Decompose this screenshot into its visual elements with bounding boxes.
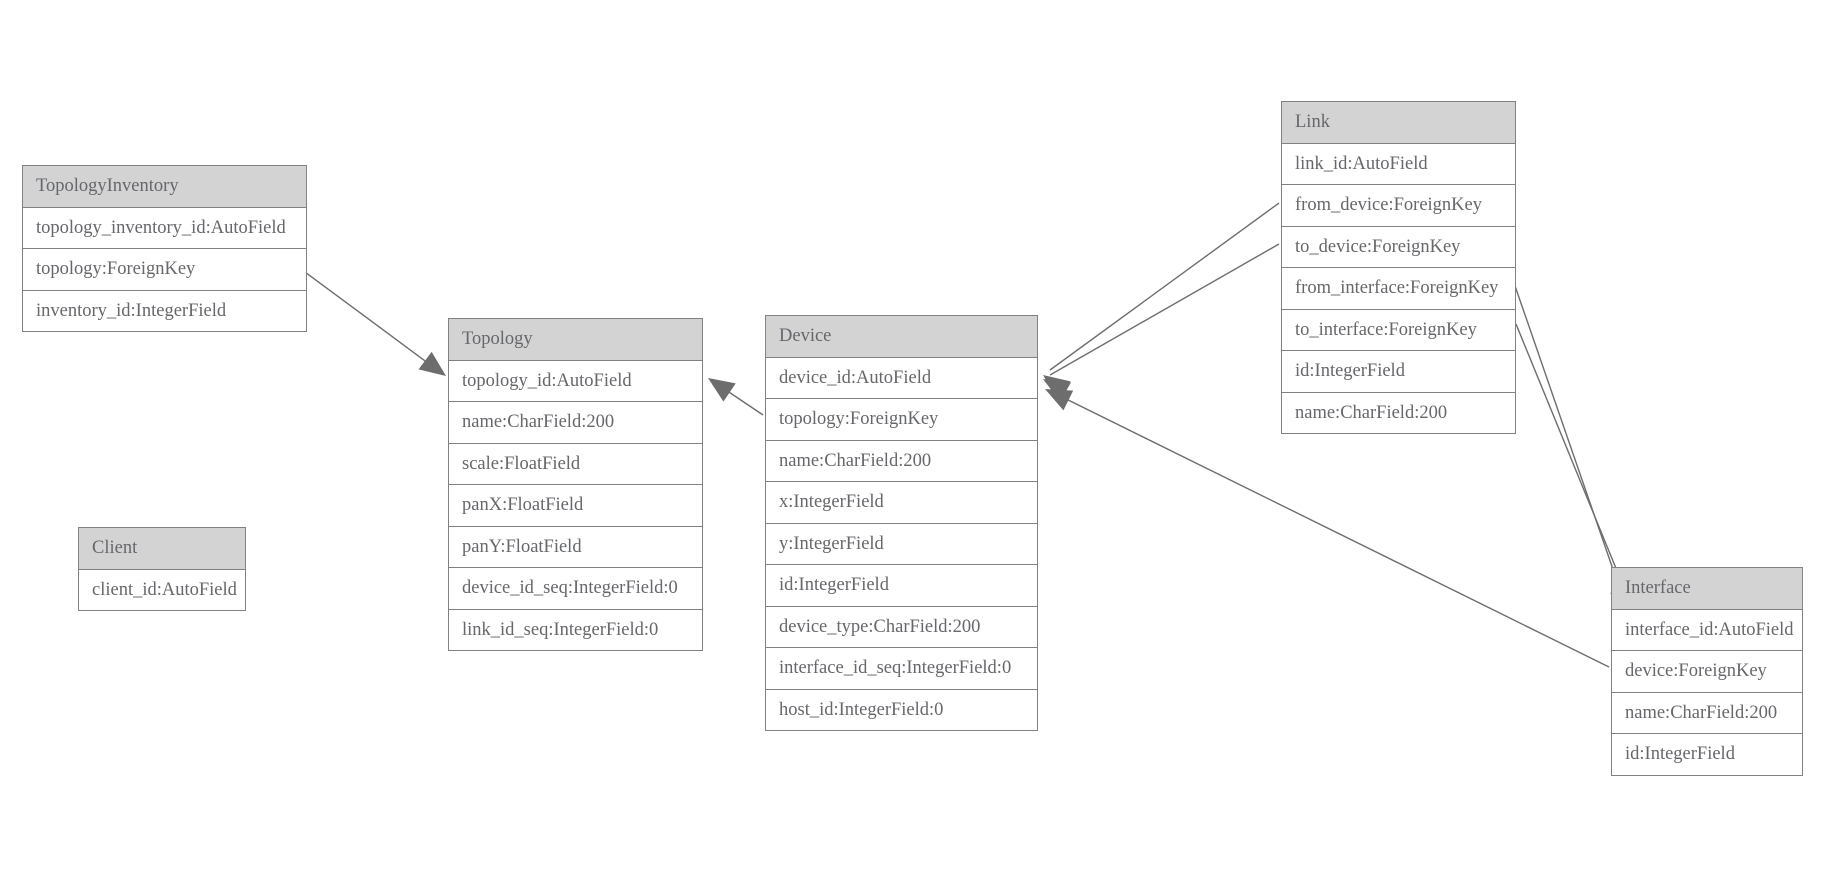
entity-field-row[interactable]: client_id:AutoField [79, 569, 245, 610]
relationship-link-to-device-to-device [1043, 243, 1280, 402]
entity-field-row[interactable]: device_id:AutoField [766, 357, 1037, 399]
entity-title-client: Client [79, 528, 245, 570]
entity-field-row[interactable]: name:CharField:200 [1282, 392, 1515, 433]
relationship-line [1049, 243, 1280, 376]
relationship-arrowhead [1045, 389, 1074, 411]
relationship-line [713, 381, 764, 416]
entity-field-row[interactable]: id:IntegerField [1612, 734, 1802, 775]
entity-field-row[interactable]: topology:ForeignKey [766, 399, 1037, 441]
entity-field-row[interactable]: inventory_id:IntegerField [23, 290, 306, 331]
entity-field-row[interactable]: panY:FloatField [449, 526, 702, 568]
entity-title-topology-inventory: TopologyInventory [23, 166, 306, 208]
relationship-arrowhead [1043, 379, 1072, 402]
relationship-device-to-topology [708, 378, 764, 416]
entity-field-row[interactable]: device_type:CharField:200 [766, 606, 1037, 648]
entity-field-row[interactable]: host_id:IntegerField:0 [766, 689, 1037, 730]
entity-field-row[interactable]: panX:FloatField [449, 485, 702, 527]
entity-field-row[interactable]: link_id_seq:IntegerField:0 [449, 609, 702, 650]
entity-title-topology: Topology [449, 319, 702, 361]
entity-field-row[interactable]: to_interface:ForeignKey [1282, 309, 1515, 351]
entity-field-row[interactable]: name:CharField:200 [449, 402, 702, 444]
relationship-line [1513, 282, 1626, 605]
entity-field-row[interactable]: name:CharField:200 [766, 440, 1037, 482]
entity-title-link: Link [1282, 102, 1515, 144]
entity-field-row[interactable]: topology:ForeignKey [23, 249, 306, 291]
entity-field-row[interactable]: scale:FloatField [449, 443, 702, 485]
entity-field-row[interactable]: id:IntegerField [1282, 351, 1515, 393]
relationship-arrowhead [708, 378, 736, 402]
relationship-topologyinventory-to-topology [304, 271, 446, 376]
entity-field-row[interactable]: x:IntegerField [766, 482, 1037, 524]
entity-field-row[interactable]: y:IntegerField [766, 523, 1037, 565]
relationship-arrowhead [1043, 375, 1071, 400]
entity-field-row[interactable]: interface_id:AutoField [1612, 609, 1802, 651]
entity-title-interface: Interface [1612, 568, 1802, 610]
entity-field-row[interactable]: name:CharField:200 [1612, 692, 1802, 734]
relationship-line [1515, 323, 1632, 606]
entity-field-row[interactable]: topology_id:AutoField [449, 360, 702, 402]
relationship-line [304, 271, 441, 373]
entity-field-row[interactable]: device:ForeignKey [1612, 651, 1802, 693]
entity-field-row[interactable]: to_device:ForeignKey [1282, 226, 1515, 268]
entity-field-row[interactable]: from_interface:ForeignKey [1282, 268, 1515, 310]
relationship-link-from-device-to-device [1043, 202, 1280, 400]
entity-field-row[interactable]: id:IntegerField [766, 565, 1037, 607]
entity-field-row[interactable]: device_id_seq:IntegerField:0 [449, 568, 702, 610]
entity-field-row[interactable]: interface_id_seq:IntegerField:0 [766, 648, 1037, 690]
entity-field-row[interactable]: link_id:AutoField [1282, 143, 1515, 185]
relationship-line [1049, 202, 1280, 371]
entity-field-row[interactable]: from_device:ForeignKey [1282, 185, 1515, 227]
entity-field-row[interactable]: topology_inventory_id:AutoField [23, 207, 306, 249]
entity-title-device: Device [766, 316, 1037, 358]
